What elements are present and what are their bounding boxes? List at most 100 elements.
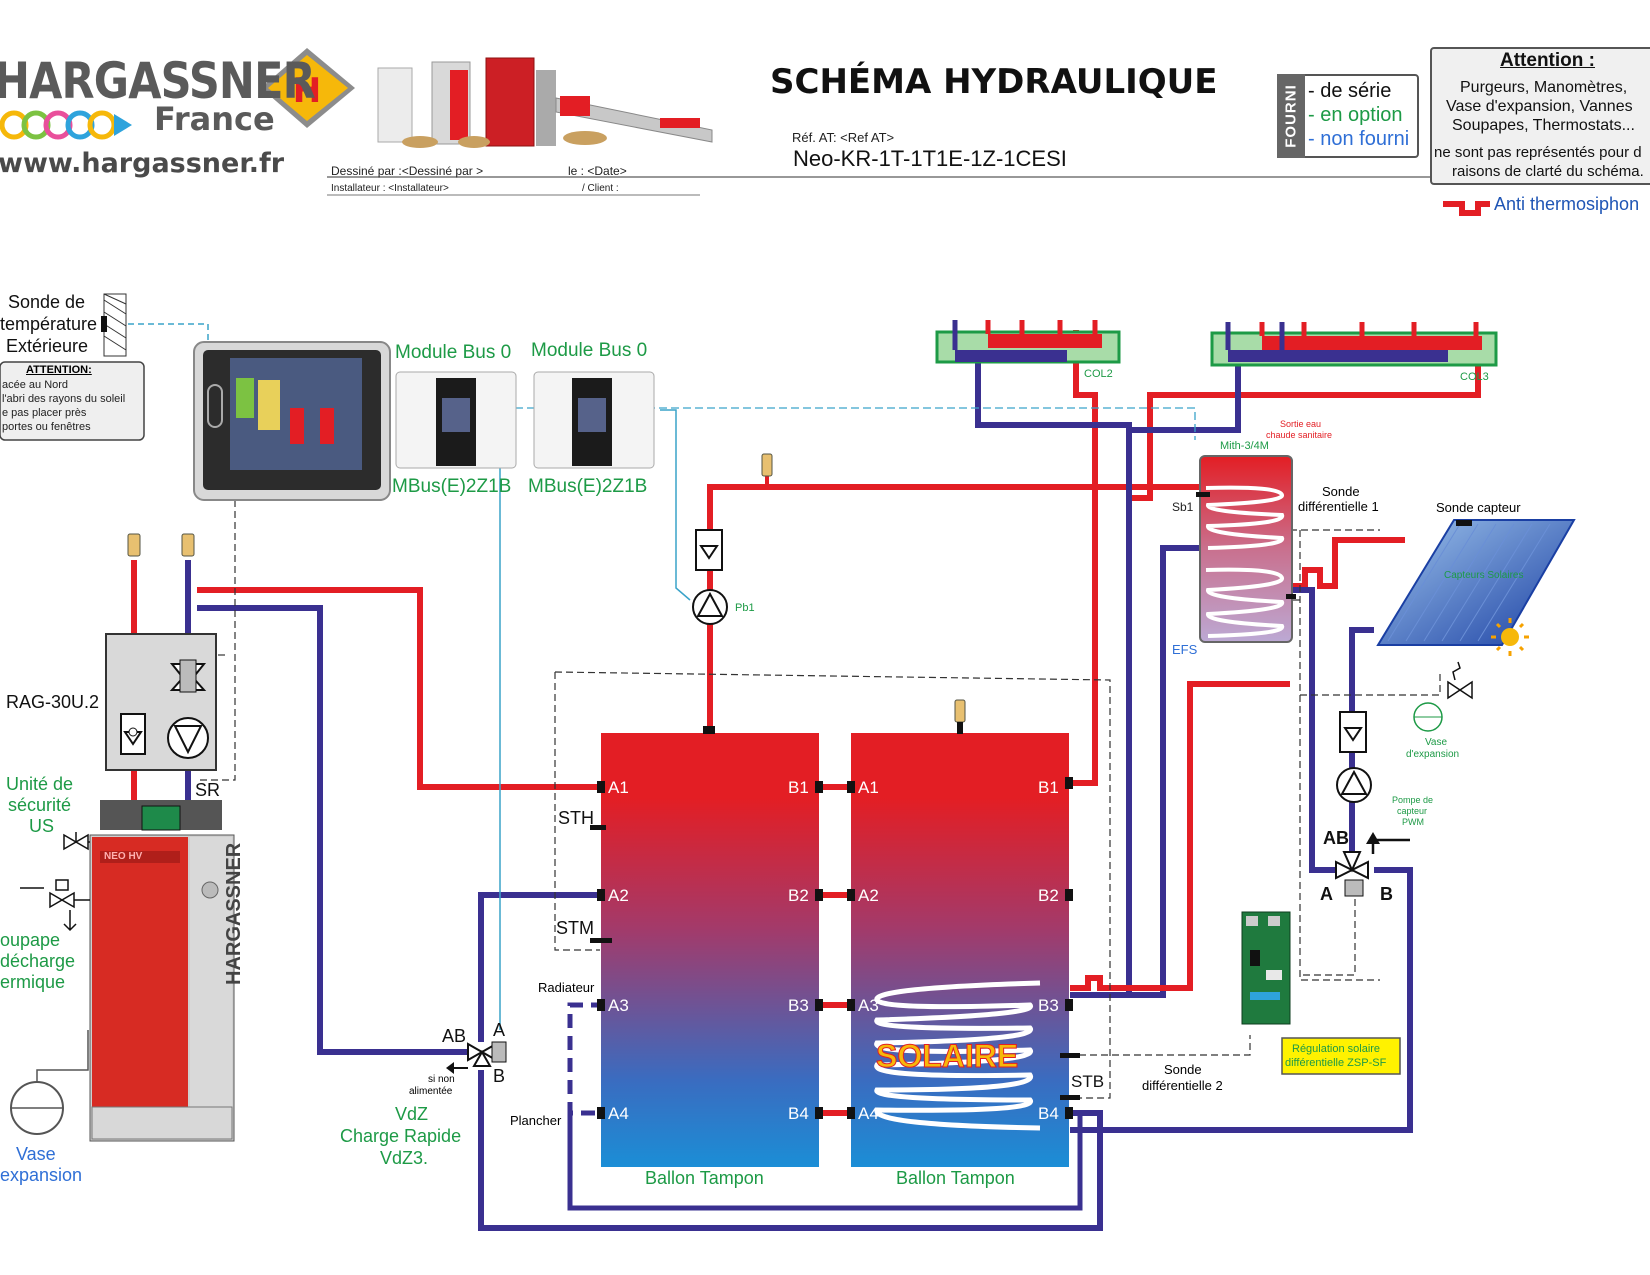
attention-line: Purgeurs, Manomètres,	[1460, 79, 1628, 96]
solar-vase-label: Vase	[1425, 737, 1448, 748]
expansion-vessel-icon	[10, 1030, 89, 1135]
buffer-tank-1	[601, 733, 819, 1167]
diff-sensor-1-label: différentielle 1	[1298, 499, 1379, 514]
tank-port-markers	[590, 777, 1080, 1119]
vdz-not-powered: si non	[428, 1074, 455, 1085]
outdoor-note-title: ATTENTION:	[26, 364, 92, 376]
logo-brand: HARGASSNER	[0, 52, 316, 110]
outdoor-note-line: e pas placer près	[2, 407, 87, 419]
tank1-port-b2: B2	[788, 886, 809, 905]
legend-en-option: - en option	[1308, 104, 1403, 126]
pb1-label: Pb1	[735, 602, 755, 614]
sensor-stb: STB	[1071, 1072, 1105, 1091]
module-bus-1-label: Module Bus 0	[395, 342, 512, 363]
svg-text:H: H	[293, 71, 321, 111]
control-wires	[196, 500, 1441, 1099]
module-bus-2-image	[533, 371, 655, 469]
legend-fourni-tab: FOURNI	[1277, 74, 1305, 158]
bus-wire	[515, 407, 1196, 440]
diff-sensor-2-label: Sonde	[1164, 1062, 1202, 1077]
regulation-board-image	[1241, 911, 1291, 1025]
solar-pump-label: PWM	[1402, 817, 1424, 827]
logo-url[interactable]: www.hargassner.fr	[0, 148, 285, 179]
boiler-model: NEO HV	[104, 851, 143, 862]
tank1-port-a3: A3	[608, 996, 629, 1015]
logo-rings-icon	[0, 110, 132, 140]
collector-col2-label: COL2	[1084, 368, 1113, 380]
outdoor-note-line: portes ou fenêtres	[2, 421, 91, 433]
rag-pump-icon	[167, 717, 209, 759]
module-bus-1-image	[395, 371, 517, 469]
pipes	[131, 330, 1481, 1231]
vdz-port-b: B	[493, 1066, 506, 1086]
relief-valve-label: décharge	[0, 951, 76, 971]
ref-code: Neo-KR-1T-1T1E-1Z-1CESI	[793, 146, 1067, 171]
diff-sensor-1-label: Sonde	[1322, 484, 1360, 499]
outdoor-note-line: l'abri des rayons du soleil	[2, 393, 126, 405]
vdz-mixing-valve-icon	[446, 1041, 507, 1074]
boiler-image	[89, 800, 235, 1142]
relief-valve-label: ermique	[0, 972, 66, 992]
page-title: SCHÉMA HYDRAULIQUE	[770, 62, 1218, 102]
diff-sensor-2-label: différentielle 2	[1142, 1078, 1223, 1093]
pb1-pump-icon	[692, 589, 728, 625]
vdz-label: VdZ	[395, 1104, 429, 1124]
regulation-label-box	[1281, 1037, 1401, 1075]
outdoor-sensor-icon	[101, 293, 127, 357]
solar-safety-valve-icon	[1447, 661, 1473, 700]
solar-diverter-valve-icon	[1335, 832, 1410, 897]
legend-non-fourni: - non fourni	[1308, 128, 1410, 150]
pb1-check-valve-icon	[695, 529, 723, 571]
solar-panel-image	[1376, 519, 1576, 646]
tank1-port-a1: A1	[608, 778, 629, 797]
solar-pump-label: Pompe de	[1392, 795, 1434, 805]
solar-expansion-vessel-icon	[1413, 702, 1443, 732]
tank2-port-a2: A2	[858, 886, 879, 905]
solar-panel-label: Capteurs Solaires	[1444, 570, 1524, 581]
solar-vase-label: d'expansion	[1406, 749, 1460, 760]
safety-unit-label: sécurité	[8, 795, 72, 815]
anti-thermosiphon-label: Anti thermosiphon	[1494, 194, 1640, 214]
plancher-label: Plancher	[510, 1113, 562, 1128]
sensor-sb1: Sb1	[1172, 500, 1194, 514]
tank2-port-b1: B1	[1038, 778, 1059, 797]
legend-de-serie: - de série	[1308, 80, 1392, 102]
outdoor-sensor-wire	[128, 323, 209, 340]
installer: Installateur : <Installateur>	[331, 183, 449, 194]
outdoor-sensor-label: température	[0, 314, 98, 334]
solar-coil-label: SOLAIRE	[875, 1038, 1019, 1075]
dhw-outlet-label: Sortie eau	[1280, 419, 1322, 429]
dhw-model: Mith-3/4M	[1220, 440, 1269, 452]
vdz-label: VdZ3.	[380, 1148, 429, 1168]
rag-check-valve-icon	[120, 713, 146, 755]
outdoor-sensor-label: Sonde de	[8, 292, 86, 312]
boiler-brand: HARGASSNER	[223, 842, 245, 985]
client: / Client :	[582, 183, 619, 194]
attention-line: Soupapes, Thermostats...	[1452, 117, 1635, 134]
attention-line: ne sont pas représentés pour d	[1434, 144, 1642, 161]
ref-label: Réf. AT: <Ref AT>	[792, 130, 895, 145]
solar-valve-b: B	[1380, 884, 1393, 904]
vase-label: Vase	[16, 1144, 56, 1164]
safety-valve-icon	[20, 832, 90, 932]
anti-thermosiphon-icon	[1443, 201, 1490, 216]
tank2-name: Ballon Tampon	[896, 1168, 1015, 1188]
outdoor-sensor-note-box	[0, 361, 145, 441]
relief-valve-label: oupape	[0, 930, 61, 950]
attention-line: Vase d'expansion, Vannes	[1446, 98, 1633, 115]
control-panel-image	[193, 341, 391, 501]
collector-col3-label: COL3	[1460, 371, 1489, 383]
rag-mixing-valve-icon	[169, 659, 207, 693]
drawing-date: le : <Date>	[568, 164, 627, 178]
logo-country: France	[154, 100, 275, 138]
outdoor-note-line: acée au Nord	[2, 379, 69, 391]
vdz-port-a: A	[493, 1020, 506, 1040]
vase-label: expansion	[0, 1165, 83, 1185]
collector-col3	[1210, 322, 1498, 367]
solar-pump-icon	[1336, 767, 1372, 803]
tank1-name: Ballon Tampon	[645, 1168, 764, 1188]
attention-box	[1430, 47, 1650, 185]
tank2-port-b3: B3	[1038, 996, 1059, 1015]
collector-col2	[935, 320, 1121, 364]
